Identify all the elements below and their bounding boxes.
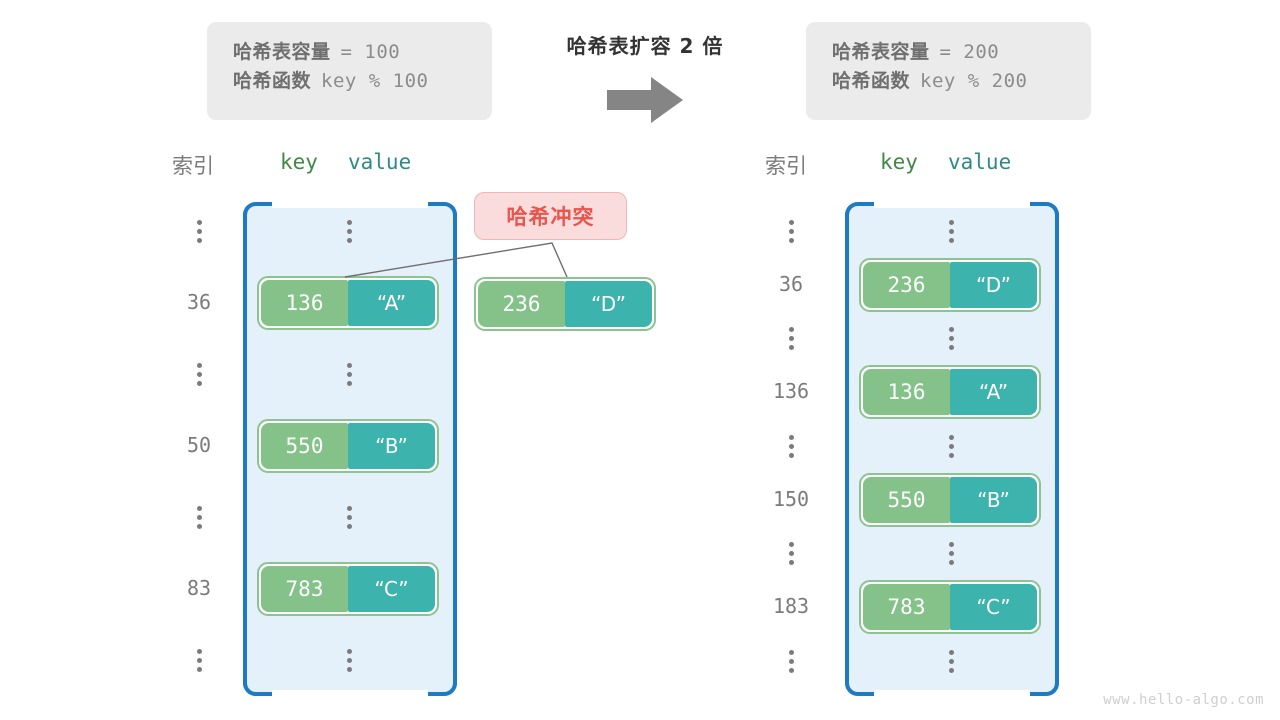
function-line-after: 哈希函数 key % 200 <box>832 67 1065 96</box>
index-ellipsis <box>196 220 202 243</box>
bucket-ellipsis <box>346 363 352 386</box>
table-entry[interactable]: 236“D” <box>859 257 1041 312</box>
table-entry[interactable]: 783“C” <box>859 579 1041 634</box>
bucket-ellipsis <box>346 220 352 243</box>
function-expression: key % 100 <box>321 69 429 92</box>
bucket-ellipsis <box>346 506 352 529</box>
table-entry[interactable]: 550“B” <box>257 418 439 473</box>
bucket-ellipsis <box>948 434 954 458</box>
entry-value: “C” <box>950 583 1037 630</box>
table-entry[interactable]: 136“A” <box>859 365 1041 420</box>
entry-value: “A” <box>950 369 1037 416</box>
index-ellipsis <box>196 506 202 529</box>
index-label: 36 <box>778 271 804 296</box>
function-label: 哈希函数 <box>233 69 312 92</box>
entry-key: 236 <box>478 281 565 327</box>
right-arrow-icon <box>607 77 683 123</box>
index-label: 50 <box>186 432 212 457</box>
entry-value: “D” <box>950 261 1037 308</box>
entry-key: 136 <box>863 369 950 416</box>
collision-badge: 哈希冲突 <box>474 192 627 240</box>
left-header-index: 索引 <box>172 154 214 178</box>
entry-value: “B” <box>348 422 435 469</box>
index-label: 83 <box>186 575 212 600</box>
index-label: 36 <box>186 289 212 314</box>
index-label: 136 <box>772 379 810 404</box>
index-label: 150 <box>772 486 810 511</box>
left-header-key: key <box>280 150 318 174</box>
bucket-ellipsis <box>948 327 954 351</box>
entry-key: 550 <box>261 422 348 469</box>
info-box-before: 哈希表容量 = 100 哈希函数 key % 100 <box>207 22 492 120</box>
entry-value: “B” <box>950 476 1037 523</box>
bucket-ellipsis <box>346 649 352 672</box>
entry-value: “C” <box>348 565 435 612</box>
index-ellipsis <box>196 363 202 386</box>
entry-value: “D” <box>565 281 652 327</box>
index-ellipsis <box>788 220 794 243</box>
expand-title: 哈希表扩容 2 倍 <box>566 34 724 58</box>
left-header-value: value <box>348 150 412 174</box>
index-label: 183 <box>772 593 810 618</box>
function-label: 哈希函数 <box>832 69 911 92</box>
index-ellipsis <box>788 649 794 673</box>
capacity-expression: = 200 <box>939 41 1000 63</box>
capacity-label: 哈希表容量 <box>832 41 930 63</box>
capacity-label: 哈希表容量 <box>233 41 331 63</box>
table-entry[interactable]: 136“A” <box>257 275 439 330</box>
right-header-value: value <box>948 150 1012 174</box>
entry-key: 783 <box>261 565 348 612</box>
function-expression: key % 200 <box>920 69 1028 92</box>
bucket-ellipsis <box>948 542 954 566</box>
index-ellipsis <box>788 327 794 351</box>
table-entry[interactable]: 783“C” <box>257 561 439 616</box>
index-ellipsis <box>196 649 202 672</box>
bucket-ellipsis <box>948 649 954 673</box>
capacity-line-after: 哈希表容量 = 200 <box>832 38 1065 67</box>
bucket-ellipsis <box>948 220 954 243</box>
transition-arrow <box>520 72 770 128</box>
watermark: www.hello-algo.com <box>1103 692 1264 708</box>
entry-value: “A” <box>348 279 435 326</box>
entry-key: 236 <box>863 261 950 308</box>
capacity-expression: = 100 <box>340 41 401 63</box>
colliding-entry[interactable]: 236 “D” <box>474 277 656 331</box>
table-entry[interactable]: 550“B” <box>859 472 1041 527</box>
entry-key: 136 <box>261 279 348 326</box>
capacity-line-before: 哈希表容量 = 100 <box>233 38 466 67</box>
entry-key: 550 <box>863 476 950 523</box>
right-header-index: 索引 <box>765 154 807 178</box>
index-ellipsis <box>788 434 794 458</box>
entry-key: 783 <box>863 583 950 630</box>
index-ellipsis <box>788 542 794 566</box>
info-box-after: 哈希表容量 = 200 哈希函数 key % 200 <box>806 22 1091 120</box>
function-line-before: 哈希函数 key % 100 <box>233 67 466 96</box>
right-header-key: key <box>880 150 918 174</box>
